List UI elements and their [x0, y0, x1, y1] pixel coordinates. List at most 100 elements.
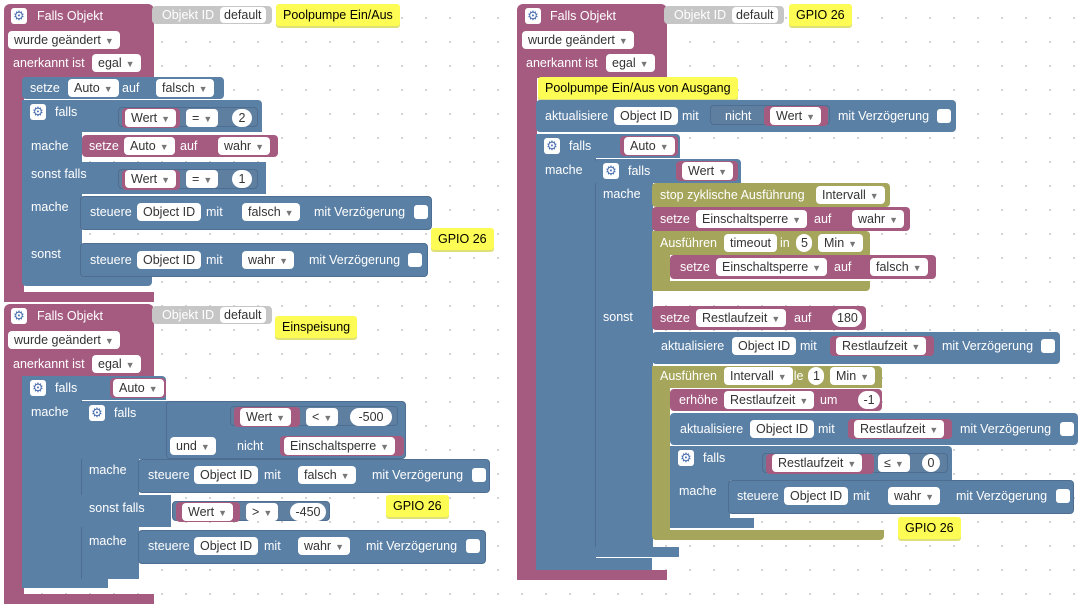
object-id-input[interactable]: Object ID	[194, 537, 259, 555]
trigger-dropdown-label: wurde geändert	[14, 33, 101, 47]
variable-dropdown[interactable]: Auto▼	[124, 137, 175, 155]
variable-dropdown[interactable]: Restlaufzeit▼	[772, 454, 863, 472]
object-id-field[interactable]: Objekt ID default	[664, 6, 784, 24]
number-input[interactable]: 5	[796, 234, 812, 252]
delay-checkbox[interactable]	[414, 205, 428, 219]
ack-dropdown[interactable]: egal▼	[92, 54, 141, 72]
variable-dropdown[interactable]: Auto▼	[624, 137, 675, 155]
gear-icon[interactable]: ⚙	[544, 138, 560, 154]
variable-dropdown[interactable]: Wert▼	[182, 503, 234, 521]
variable-dropdown[interactable]: Einschaltsperre▼	[284, 437, 396, 455]
bool-dropdown[interactable]: falsch▼	[156, 79, 214, 97]
delay-label: mit Verzögerung	[314, 205, 406, 219]
number-input[interactable]: 1	[232, 170, 252, 188]
delay-checkbox[interactable]	[1056, 489, 1070, 503]
number-input[interactable]: 0	[922, 454, 940, 472]
object-id-value[interactable]: default	[220, 307, 266, 323]
variable-dropdown[interactable]: Wert▼	[240, 408, 292, 426]
variable-dropdown[interactable]: Wert▼	[770, 107, 822, 125]
object-id-input[interactable]: Object ID	[614, 107, 679, 125]
object-id-value[interactable]: default	[220, 7, 266, 23]
gear-icon[interactable]: ⚙	[30, 380, 46, 396]
number-input[interactable]: -500	[350, 408, 392, 426]
variable-dropdown[interactable]: Wert▼	[125, 170, 177, 188]
delay-checkbox[interactable]	[937, 109, 951, 123]
trigger-dropdown[interactable]: wurde geändert▼	[522, 31, 634, 49]
variable-dropdown[interactable]: Restlaufzeit▼	[696, 309, 787, 327]
comment-bubble[interactable]: GPIO 26	[898, 517, 961, 539]
unit-dropdown[interactable]: Min▼	[830, 367, 876, 385]
gear-icon[interactable]: ⚙	[678, 450, 694, 466]
gear-icon[interactable]: ⚙	[603, 163, 619, 179]
comment-bubble[interactable]: GPIO 26	[386, 495, 449, 517]
auf-label: auf	[794, 311, 812, 325]
bool-dropdown[interactable]: wahr▼	[852, 210, 905, 228]
object-id-value[interactable]: default	[732, 7, 778, 23]
delay-label: mit Verzögerung	[309, 253, 401, 267]
variable-dropdown-label: Wert	[188, 505, 215, 519]
comment-bubble[interactable]: GPIO 26	[789, 4, 852, 26]
operator-dropdown[interactable]: ≤▼	[878, 454, 910, 472]
trigger-dropdown[interactable]: wurde geändert▼	[8, 331, 120, 349]
delay-checkbox[interactable]	[1041, 339, 1055, 353]
gear-icon[interactable]: ⚙	[11, 308, 27, 324]
comment-bubble[interactable]: Einspeisung	[275, 316, 358, 338]
variable-dropdown[interactable]: Restlaufzeit▼	[854, 420, 945, 438]
comment-bubble[interactable]: Poolpumpe Ein/Aus	[276, 4, 400, 26]
number-input[interactable]: 1	[808, 367, 824, 385]
number-input[interactable]: 180	[832, 309, 862, 327]
number-input[interactable]: -450	[290, 503, 326, 521]
object-id-input[interactable]: Object ID	[194, 466, 259, 484]
bool-dropdown[interactable]: falsch▼	[870, 258, 928, 276]
operator-dropdown[interactable]: <▼	[306, 408, 339, 426]
variable-dropdown[interactable]: Wert▼	[125, 109, 177, 127]
bool-dropdown[interactable]: falsch▼	[298, 466, 356, 484]
object-id-input[interactable]: Object ID	[732, 337, 797, 355]
comment-bubble[interactable]: Poolpumpe Ein/Aus von Ausgang	[538, 77, 738, 99]
trigger-dropdown[interactable]: wurde geändert▼	[8, 31, 120, 49]
falls-label: falls	[55, 105, 78, 119]
operator-dropdown[interactable]: =▼	[186, 109, 219, 127]
logic-dropdown[interactable]: und▼	[170, 437, 216, 455]
delay-checkbox[interactable]	[408, 253, 422, 267]
ack-dropdown[interactable]: egal▼	[92, 355, 141, 373]
gear-icon[interactable]: ⚙	[30, 104, 46, 120]
delay-checkbox[interactable]	[466, 539, 480, 553]
bool-dropdown[interactable]: wahr▼	[888, 487, 941, 505]
gear-icon[interactable]: ⚙	[89, 405, 105, 421]
bool-dropdown[interactable]: wahr▼	[218, 137, 271, 155]
object-id-label: Objekt ID	[674, 8, 727, 22]
gear-icon[interactable]: ⚙	[11, 8, 27, 24]
bool-dropdown[interactable]: wahr▼	[242, 251, 295, 269]
object-id-input[interactable]: Object ID	[784, 487, 849, 505]
ack-dropdown[interactable]: egal▼	[606, 54, 655, 72]
variable-dropdown[interactable]: Restlaufzeit▼	[836, 337, 927, 355]
unit-dropdown[interactable]: Min▼	[818, 234, 864, 252]
object-id-input[interactable]: Object ID	[750, 420, 815, 438]
bool-dropdown[interactable]: falsch▼	[242, 203, 300, 221]
operator-dropdown[interactable]: >▼	[246, 503, 279, 521]
interval-dropdown[interactable]: Intervall▼	[816, 186, 885, 204]
delay-checkbox[interactable]	[472, 468, 486, 482]
object-id-field[interactable]: Objekt ID default	[152, 306, 272, 324]
variable-dropdown[interactable]: Einschaltsperre▼	[696, 210, 808, 228]
object-id-input[interactable]: Object ID	[137, 251, 202, 269]
variable-dropdown[interactable]: Restlaufzeit▼	[724, 391, 815, 409]
number-input[interactable]: 2	[232, 109, 252, 127]
ack-dropdown-label: egal	[98, 56, 122, 70]
bool-dropdown[interactable]: wahr▼	[298, 537, 351, 555]
object-id-field[interactable]: Objekt ID default	[152, 6, 272, 24]
comment-bubble[interactable]: GPIO 26	[431, 228, 494, 250]
interval-dropdown[interactable]: Intervall▼	[724, 367, 793, 385]
object-id-input[interactable]: Object ID	[137, 203, 202, 221]
delay-checkbox[interactable]	[1060, 422, 1074, 436]
variable-dropdown[interactable]: Wert▼	[682, 162, 734, 180]
variable-dropdown[interactable]: Auto▼	[113, 379, 164, 397]
variable-dropdown[interactable]: Auto▼	[68, 79, 119, 97]
variable-dropdown[interactable]: Einschaltsperre▼	[716, 258, 828, 276]
number-input[interactable]: -1	[858, 391, 880, 409]
timeout-name-input[interactable]: timeout	[724, 234, 777, 252]
gear-icon[interactable]: ⚙	[525, 8, 541, 24]
dropdown-arrow-icon: ▼	[718, 167, 728, 177]
operator-dropdown[interactable]: =▼	[186, 170, 219, 188]
